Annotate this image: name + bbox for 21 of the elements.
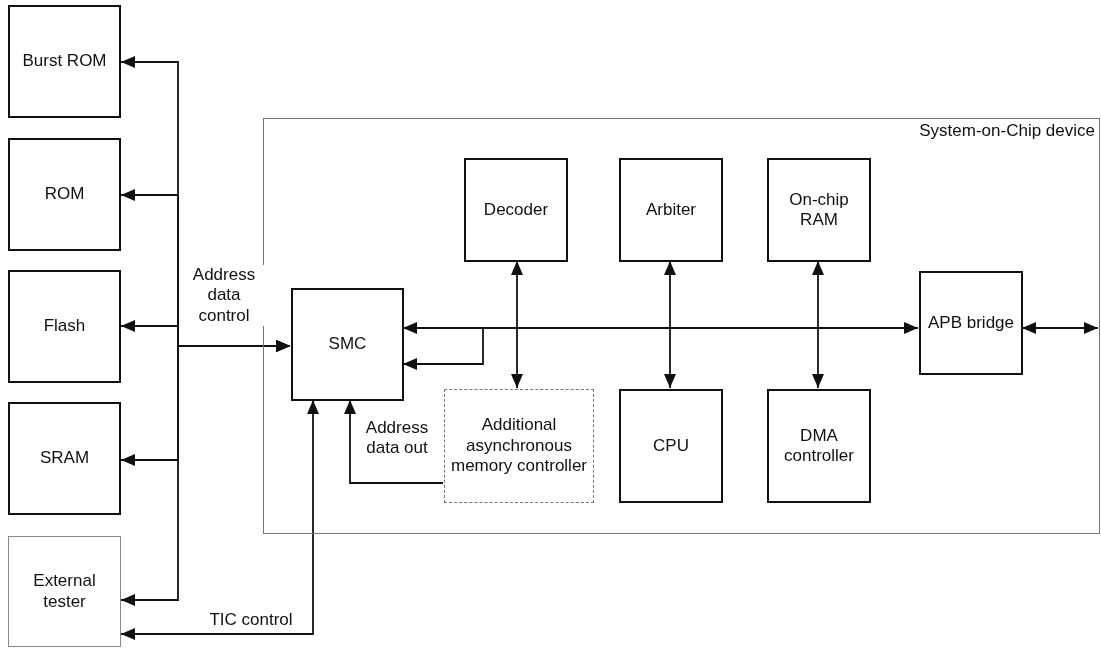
memory-box: Burst ROM [8,5,121,118]
memory-box: Flash [8,270,121,383]
memory-box: SRAM [8,402,121,515]
component-box: Arbiter [619,158,723,262]
memory-box: ROM [8,138,121,251]
controller-box: SMC [291,288,404,401]
double-arrow [120,340,291,606]
component-box: CPU [619,389,723,503]
chip-boundary [263,118,1100,534]
arrow [344,399,444,484]
component-box: APB bridge [919,271,1023,375]
double-arrow [812,260,824,389]
component-box: Decoder [464,158,568,262]
tester-box: External tester [8,536,121,647]
component-box: On-chip RAM [767,158,871,262]
component-box: DMA controller [767,389,871,503]
optional-controller-box: Additional asynchronous memory controller [444,389,594,503]
double-arrow [120,399,319,640]
double-arrow [511,260,523,389]
group-title: System-on-Chip device [919,121,1095,142]
double-arrow [664,260,676,389]
